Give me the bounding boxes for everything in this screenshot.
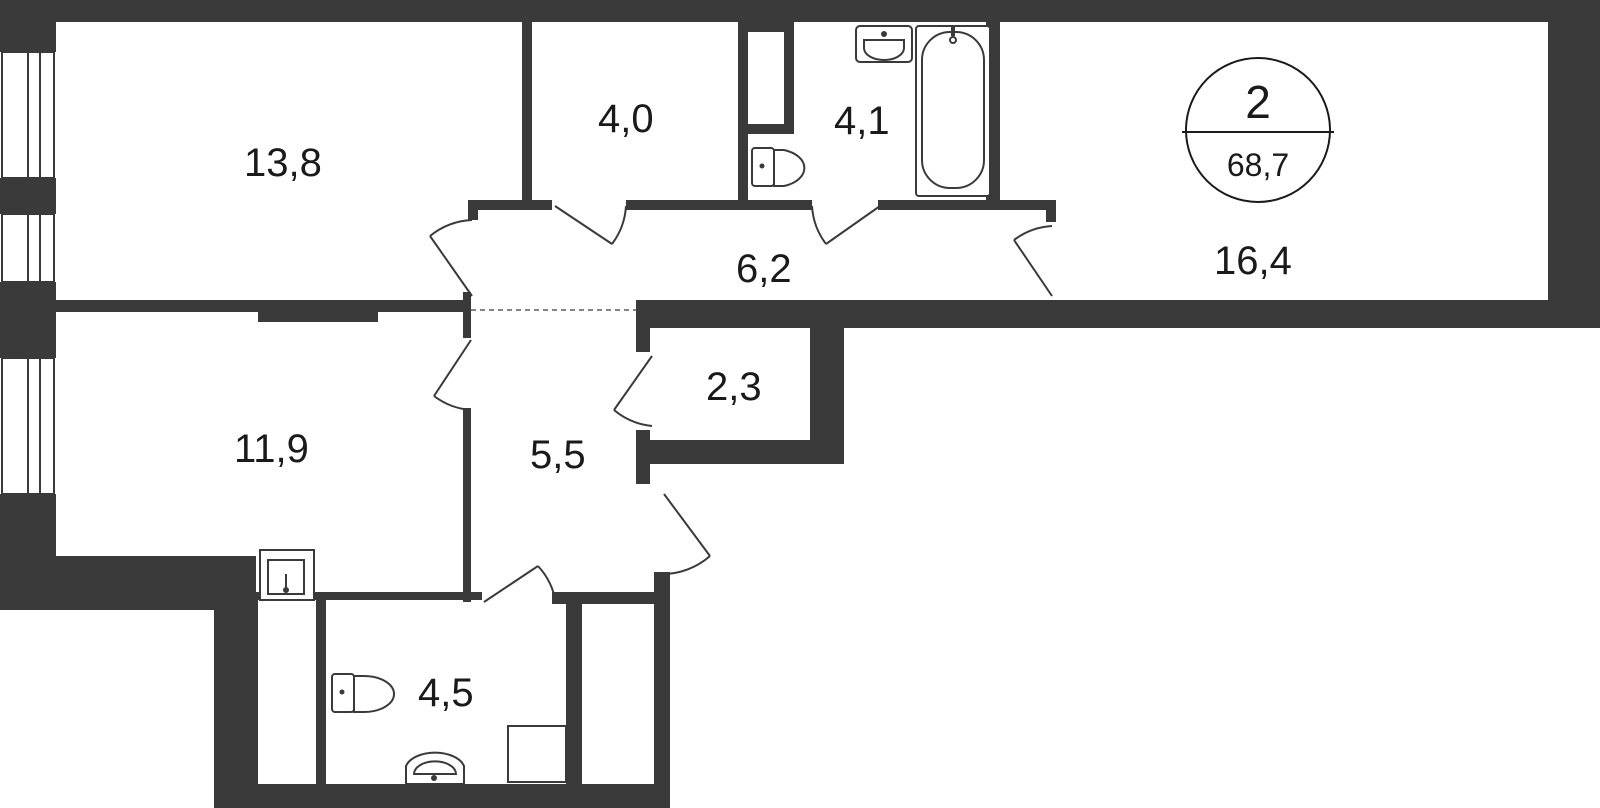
- fixtures: [259, 25, 991, 785]
- sink-icon: [259, 549, 315, 601]
- room-labels: 13,8 4,0 4,1 6,2 16,4 2,3 11,9 5,5 4,5: [234, 97, 1292, 715]
- room-area-label: 4,5: [418, 671, 474, 715]
- toilet-icon: [331, 673, 395, 713]
- rooms-count: 2: [1245, 76, 1271, 128]
- room-area-label: 11,9: [234, 427, 309, 471]
- room-area-label: 6,2: [736, 247, 792, 291]
- sink-icon: [405, 751, 465, 785]
- toilet-icon: [751, 147, 806, 187]
- total-area: 68,7: [1227, 147, 1289, 183]
- room-area-label: 16,4: [1214, 239, 1292, 283]
- room-area-label: 13,8: [244, 141, 322, 185]
- room-area-label: 4,1: [834, 99, 890, 143]
- room-area-label: 4,0: [598, 97, 654, 141]
- windows: [1, 51, 1599, 495]
- washing-machine-icon: [507, 725, 567, 783]
- room-area-label: 2,3: [706, 365, 762, 409]
- room-area-label: 5,5: [530, 433, 586, 477]
- sink-icon: [855, 25, 913, 63]
- doors: [429, 205, 1053, 605]
- apartment-badge: 2 68,7: [1182, 57, 1334, 203]
- bathtub-icon: [915, 25, 991, 197]
